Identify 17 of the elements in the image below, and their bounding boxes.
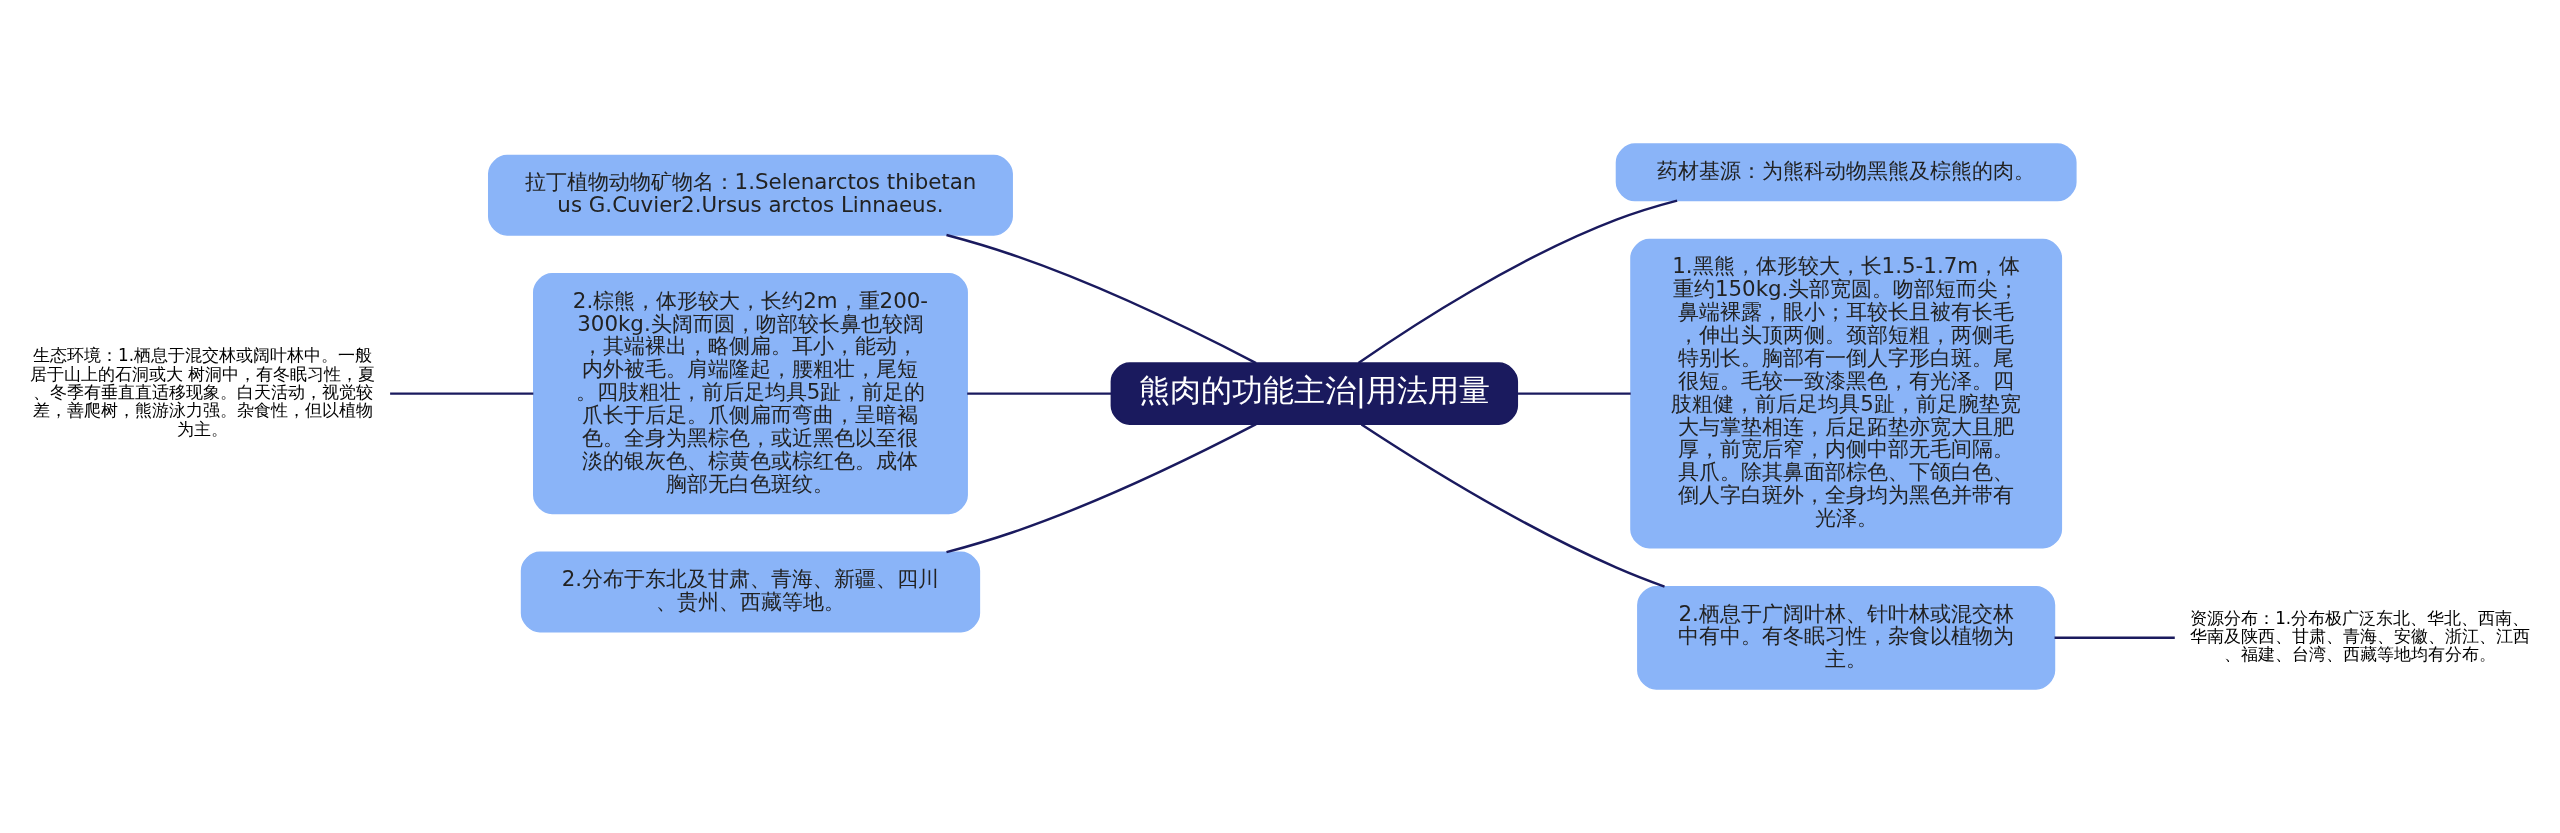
connector [946, 233, 1257, 365]
node-box: 2.分布于东北及甘肃、青海、新疆、四川、贵州、西藏等地。 [520, 551, 981, 633]
connector [967, 392, 1112, 395]
connector [390, 392, 534, 395]
connector [1518, 392, 1631, 395]
node-box: 1.黑熊，体形较大，长1.5-1.7m，体重约150kg.头部宽圆。吻部短而尖；鼻端裸露，眼小；耳较长且被有长毛，伸出头顶两侧。颈部短粗，两侧毛特别长。胸部有一倒人字形白斑。尾很短。毛较一致漆黑色，有光泽。四肢粗健，前后足均具5趾，前足腕垫宽大与掌垫相连，后足跖垫亦宽大且肥厚，前宽后窄，内侧中部无毛间隔。具爪。除其鼻面部棕色、下颌白色、倒人字白斑外，全身均为黑色并带有光泽。 [1630, 238, 2063, 549]
connector [946, 423, 1257, 554]
node-text: 资源分布：1.分布极广泛东北、华北、西南、华南及陕西、甘肃、青海、安徽、浙江、江西、福建、台湾、西藏等地均有分布。 [2189, 607, 2530, 665]
node-text: 生态环境：1.栖息于混交林或阔叶林中。一般居于山上的石洞或大 树洞中，有冬眠习性，夏、冬季有垂直直适移现象。白天活动，视觉较差，善爬树，熊游泳力强。杂食性，但以植物为主。 [29, 345, 376, 439]
node-box: 拉丁植物动物矿物名：1.Selenarctos thibetanus G.Cuvier2.Ursus arctos Linnaeus. [488, 154, 1013, 236]
node-box: 药材基源：为熊科动物黑熊及棕熊的肉。 [1615, 143, 2077, 202]
node-box: 2.栖息于广阔叶林、针叶林或混交林中有中。有冬眠习性，杂食以植物为主。 [1637, 585, 2056, 690]
connector [1360, 423, 1665, 588]
connector [1357, 199, 1678, 364]
node-box: 2.棕熊，体形较大，长约2m，重200-300kg.头阔而圆，吻部较长鼻也较阔，其端裸出，略侧扁。耳小，能动，内外被毛。肩端隆起，腰粗壮，尾短。四肢粗壮，前后足均具5趾，前足的爪长于后足。爪侧扁而弯曲，呈暗褐色。全身为黑棕色，或近黑色以至很淡的银灰色、棕黄色或棕红色。成体胸部无白色斑纹。 [533, 273, 968, 515]
node-box: 熊肉的功能主治|用法用量 [1110, 362, 1519, 425]
connector [2054, 636, 2175, 639]
